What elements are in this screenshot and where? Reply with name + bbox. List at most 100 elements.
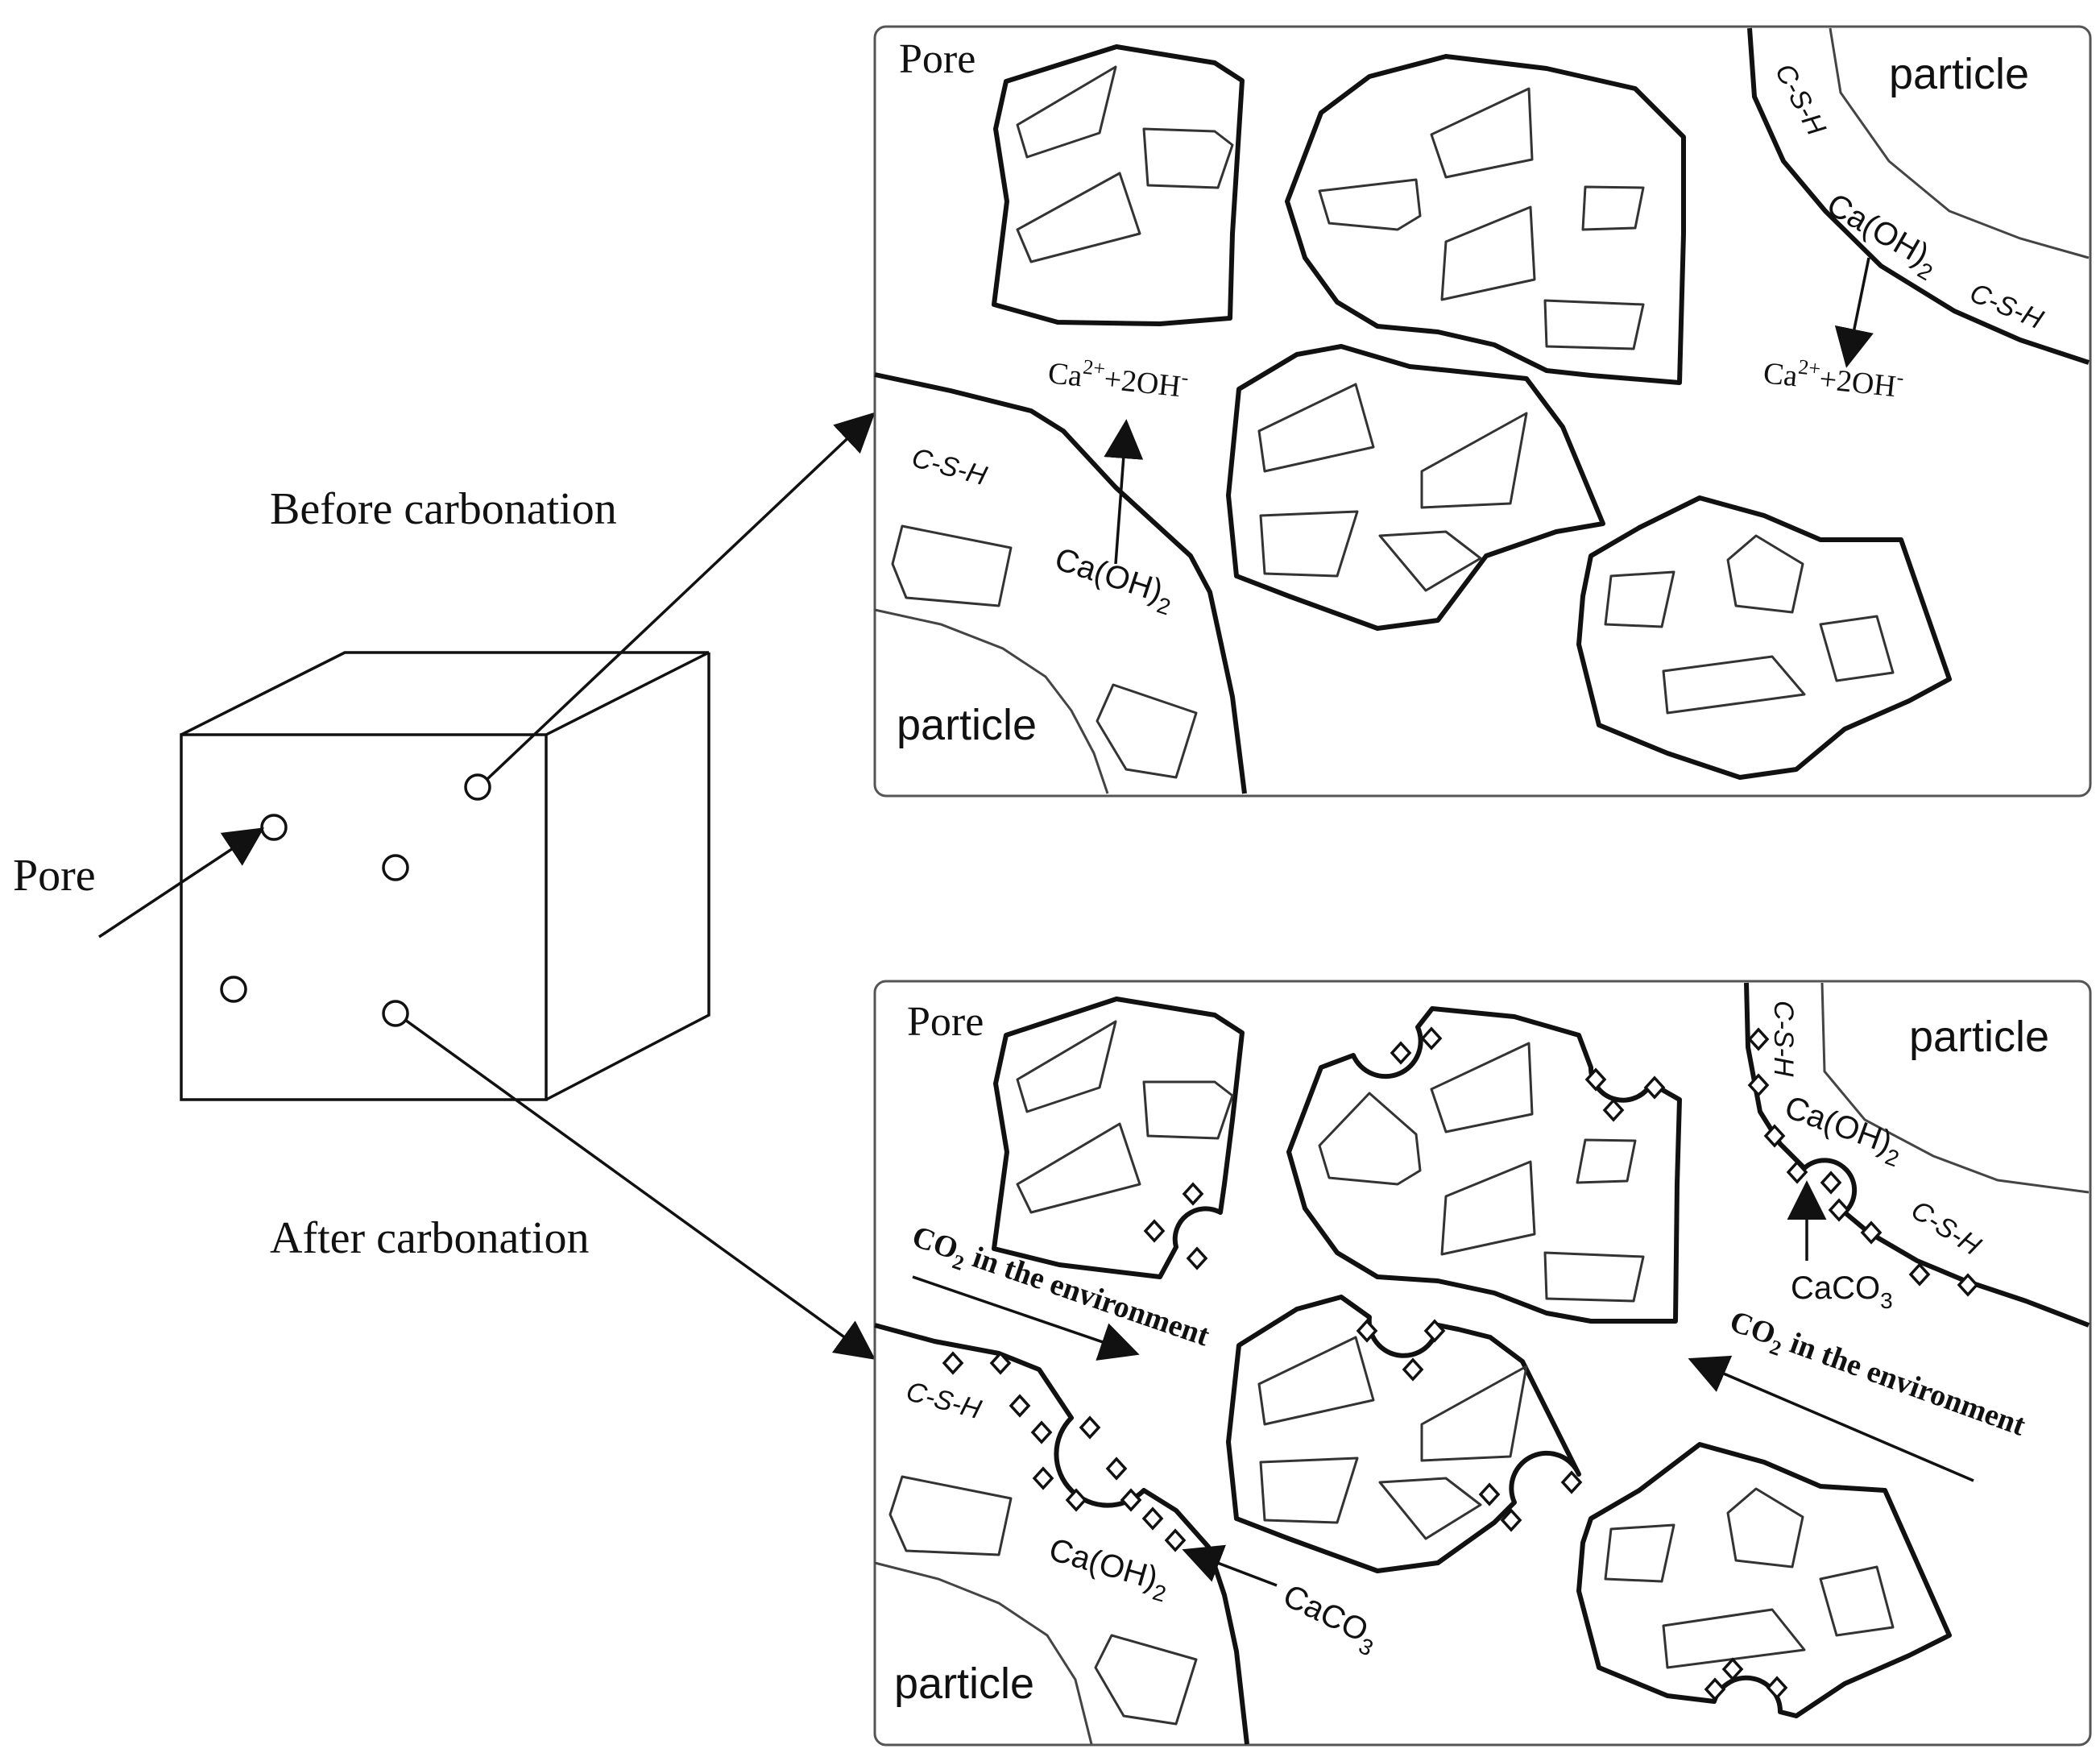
- caco3-crystal: [1721, 1657, 1744, 1681]
- pore-circle: [260, 814, 288, 841]
- inclusion: [1440, 1160, 1536, 1256]
- csh-layer-line: [1820, 982, 2090, 1194]
- pore-circle: [382, 854, 409, 881]
- inclusion: [1142, 1080, 1234, 1140]
- inclusion: [1016, 1122, 1141, 1214]
- caco3-crystal: [1182, 1182, 1204, 1206]
- aggregate: [992, 44, 1245, 326]
- co2-arrow: [1688, 1355, 1974, 1482]
- pore-label: Pore: [907, 999, 984, 1045]
- caco3-crystal: [1820, 1171, 1842, 1195]
- inclusion: [1604, 570, 1675, 628]
- ions-oh: +2OH: [1103, 362, 1183, 404]
- caco3-crystal: [1908, 1262, 1931, 1287]
- caco3-crystal: [1763, 1124, 1786, 1148]
- dissolution-arrow: [1834, 257, 1874, 368]
- aggregate: [1286, 1006, 1682, 1324]
- inclusion: [1662, 1608, 1806, 1669]
- caco3-crystal: [1478, 1482, 1501, 1506]
- pore-circle: [464, 773, 491, 801]
- caco3-crystal: [1704, 1677, 1726, 1701]
- inclusion: [1259, 510, 1359, 578]
- inclusion: [1318, 1092, 1422, 1186]
- caco3-crystal: [1356, 1319, 1378, 1343]
- after-carbonation-panel: Pore particle particle C-S-H C-S-H C-S-H…: [873, 980, 2092, 1747]
- inclusion: [1430, 1042, 1534, 1133]
- caco3-crystal: [1643, 1075, 1666, 1100]
- csh-layer-line: [1829, 27, 2090, 259]
- inclusion: [1016, 1020, 1117, 1113]
- ions-ca: Ca: [1762, 356, 1800, 393]
- aggregate: [1576, 495, 1952, 780]
- caco3-crystal: [1105, 1457, 1128, 1481]
- inclusion: [1016, 172, 1141, 263]
- before-carbonation-label: Before carbonation: [270, 484, 617, 534]
- inclusion: [1142, 127, 1234, 189]
- cube-front-face: [180, 733, 548, 1101]
- caco3-crystal: [1828, 1198, 1850, 1222]
- caco3-crystal: [1560, 1470, 1583, 1494]
- caco3-crystal: [1143, 1219, 1166, 1243]
- pore-label: Pore: [13, 851, 96, 901]
- inclusion: [1318, 178, 1422, 231]
- after-arrow: [404, 1018, 876, 1360]
- caco3-crystal: [1860, 1220, 1883, 1245]
- inclusion: [1543, 1251, 1645, 1303]
- caco3-crystal: [1079, 1415, 1101, 1440]
- inclusion: [1662, 655, 1806, 715]
- ions-oh-superscript: -: [1895, 365, 1905, 389]
- caco3-crystal: [1602, 1098, 1625, 1122]
- inclusion: [1726, 1487, 1804, 1568]
- caco3-crystal: [1390, 1041, 1412, 1065]
- inclusion: [1259, 1457, 1359, 1524]
- inclusion: [1440, 205, 1536, 301]
- ions-oh-superscript: -: [1180, 365, 1190, 389]
- particle-label: particle: [1909, 1013, 2049, 1061]
- caco3-crystal: [989, 1351, 1012, 1375]
- inclusion: [1378, 530, 1482, 592]
- pore-pointer-arrow: [98, 827, 265, 939]
- pore-circle: [220, 976, 247, 1003]
- inclusion: [1016, 65, 1117, 159]
- caco3-pointer-arrow: [1182, 1544, 1278, 1587]
- inclusion: [1576, 1138, 1637, 1184]
- caco3-crystal: [1584, 1067, 1607, 1092]
- caco3-crystal: [1747, 1073, 1770, 1097]
- particle-label: particle: [897, 701, 1037, 749]
- caco3-crystal: [1747, 1027, 1770, 1051]
- ions-label: Ca2++2OH-: [1762, 351, 1905, 404]
- caco3-crystal: [1186, 1246, 1208, 1270]
- inclusion: [1257, 383, 1375, 473]
- inclusion: [1096, 683, 1198, 779]
- particle-top-right: [1747, 27, 2090, 365]
- caco3-crystal: [1402, 1357, 1424, 1382]
- ions-ca-superscript: 2+: [1082, 355, 1107, 381]
- particle-label: particle: [1889, 50, 2029, 98]
- inclusion: [1420, 1365, 1528, 1462]
- after-carbonation-label: After carbonation: [270, 1213, 589, 1263]
- csh-layer-line: [874, 1561, 1093, 1745]
- caco3-crystal: [1032, 1466, 1054, 1490]
- inclusion: [891, 524, 1013, 607]
- caco3-crystal: [1420, 1026, 1443, 1050]
- ions-oh: +2OH: [1818, 362, 1898, 404]
- caco3-text: CaCO: [1791, 1270, 1880, 1306]
- csh-label: C-S-H: [1768, 1001, 1799, 1077]
- csh-layer-line: [874, 608, 1109, 794]
- concrete-cube: [180, 651, 710, 1101]
- cube-top-face: [180, 651, 710, 736]
- aggregate: [992, 997, 1245, 1279]
- caco3-crystal: [1065, 1488, 1087, 1512]
- caco3-subscript: 3: [1880, 1288, 1893, 1313]
- pore-circle: [382, 1000, 409, 1027]
- caco3-label: CaCO3: [1791, 1270, 1893, 1313]
- caco3-crystal: [1120, 1488, 1142, 1512]
- inclusion: [888, 1475, 1013, 1556]
- inclusion: [1543, 299, 1645, 350]
- inclusion: [1819, 615, 1895, 682]
- dissolution-arrow: [1104, 419, 1144, 565]
- caco3-crystal: [1030, 1420, 1053, 1444]
- particle-label: particle: [894, 1660, 1034, 1708]
- inclusion: [1604, 1523, 1675, 1583]
- caco3-crystal: [1141, 1506, 1164, 1531]
